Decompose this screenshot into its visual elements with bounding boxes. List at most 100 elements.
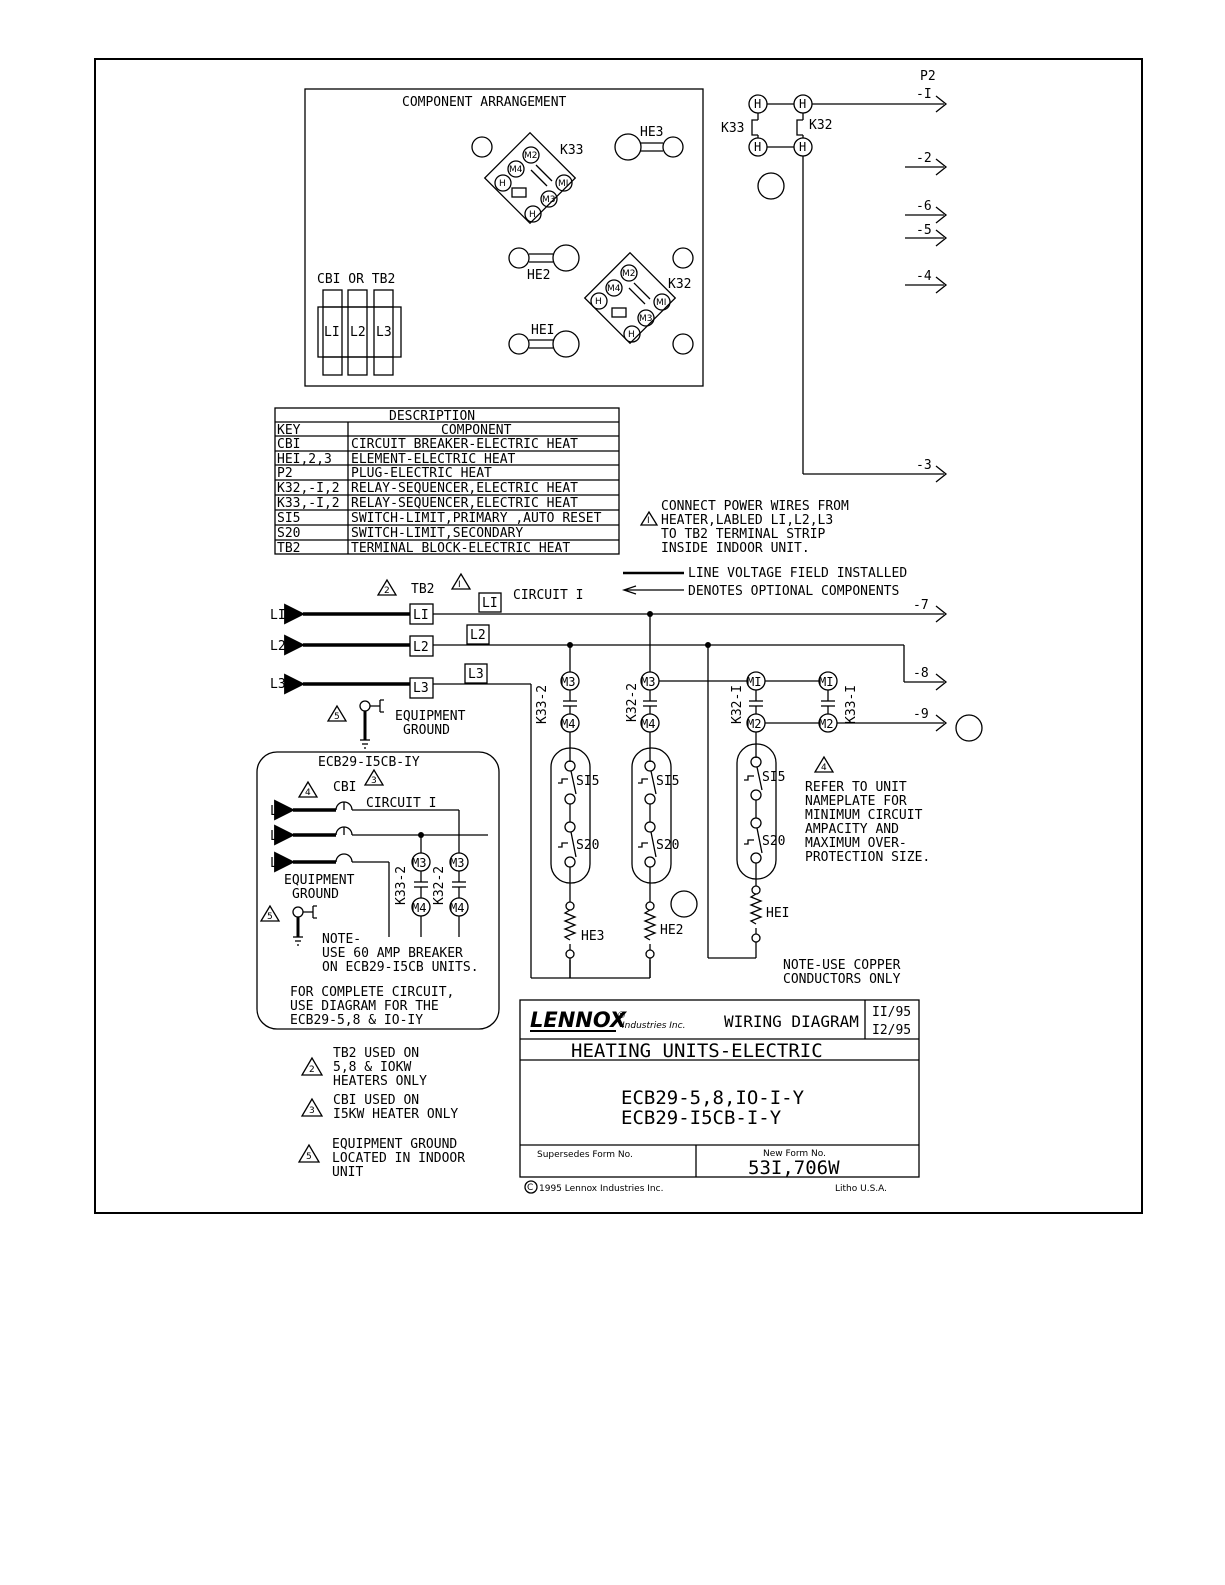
relay-k32: M2 M4 MI M3 H H K32 bbox=[583, 251, 691, 345]
title-block: LENNOX ® Industries Inc. WIRING DIAGRAM … bbox=[519, 999, 920, 1194]
svg-text:UNIT: UNIT bbox=[332, 1165, 363, 1180]
svg-text:M4: M4 bbox=[509, 165, 523, 175]
note-5: 5 EQUIPMENT GROUND LOCATED IN INDOOR UNI… bbox=[297, 1137, 465, 1180]
heater-element-he3: HE3 bbox=[614, 125, 684, 161]
plug-label: P2 bbox=[920, 69, 936, 84]
svg-text:L2: L2 bbox=[270, 829, 286, 844]
relay-k33-label: K33 bbox=[721, 121, 744, 136]
lennox-logo: LENNOX bbox=[530, 1008, 628, 1032]
svg-text:M2: M2 bbox=[524, 151, 538, 161]
relay-k32-label: K32 bbox=[809, 118, 832, 133]
svg-text:EQUIPMENT GROUND: EQUIPMENT GROUND bbox=[332, 1137, 457, 1152]
svg-text:HE2: HE2 bbox=[527, 268, 550, 283]
table-row: RELAY-SEQUENCER,ELECTRIC HEAT bbox=[351, 481, 578, 496]
svg-text:ECB29-I5CB-IY: ECB29-I5CB-IY bbox=[318, 755, 420, 770]
relay-k33: M2 M4 MI M3 H H K33 bbox=[483, 131, 583, 225]
note-3: 3 CBI USED ON I5KW HEATER ONLY bbox=[300, 1093, 458, 1122]
svg-text:K33: K33 bbox=[560, 143, 583, 158]
ground-icon bbox=[292, 905, 317, 946]
svg-text:GROUND: GROUND bbox=[292, 887, 339, 902]
inset-ecb29-15cb: ECB29-I5CB-IY 4 CBI 3 CIRCUIT I LI L2 L2… bbox=[256, 751, 500, 1030]
svg-text:H: H bbox=[754, 140, 761, 154]
terminal-l3: L3 bbox=[376, 325, 392, 340]
table-row: PLUG-ELECTRIC HEAT bbox=[351, 466, 492, 481]
svg-text:HE3: HE3 bbox=[581, 929, 604, 944]
svg-text:M4: M4 bbox=[641, 717, 655, 731]
svg-text:HEATER,LABLED LI,L2,L3: HEATER,LABLED LI,L2,L3 bbox=[661, 513, 833, 528]
legend: LINE VOLTAGE FIELD INSTALLED DENOTES OPT… bbox=[621, 566, 907, 599]
svg-text:M4: M4 bbox=[450, 901, 464, 915]
svg-text:LI: LI bbox=[413, 608, 429, 623]
svg-text:5: 5 bbox=[306, 1152, 312, 1162]
svg-text:H: H bbox=[799, 97, 806, 111]
table-row: K33,-I,2 bbox=[277, 496, 340, 511]
table-header-component: COMPONENT bbox=[441, 423, 512, 438]
svg-text:FOR COMPLETE CIRCUIT,: FOR COMPLETE CIRCUIT, bbox=[290, 985, 454, 1000]
svg-text:-7: -7 bbox=[913, 598, 929, 613]
svg-text:TB2: TB2 bbox=[411, 582, 434, 597]
svg-text:MI: MI bbox=[819, 675, 833, 689]
svg-text:H: H bbox=[595, 297, 602, 307]
terminal-block: LI L2 L3 bbox=[317, 289, 402, 376]
svg-text:S20: S20 bbox=[762, 834, 785, 849]
svg-text:MINIMUM CIRCUIT: MINIMUM CIRCUIT bbox=[805, 808, 923, 823]
svg-text:Supersedes Form No.: Supersedes Form No. bbox=[537, 1150, 633, 1160]
svg-text:DENOTES OPTIONAL COMPONENTS: DENOTES OPTIONAL COMPONENTS bbox=[688, 584, 899, 599]
table-row: HEI,2,3 bbox=[277, 452, 332, 467]
pin-5: -5 bbox=[916, 223, 932, 238]
svg-text:2: 2 bbox=[309, 1065, 315, 1075]
svg-text:S20: S20 bbox=[656, 838, 679, 853]
note-1: I CONNECT POWER WIRES FROM HEATER,LABLED… bbox=[639, 499, 849, 556]
svg-text:1995 Lennox Industries Inc.: 1995 Lennox Industries Inc. bbox=[539, 1184, 663, 1194]
svg-text:H: H bbox=[754, 97, 761, 111]
svg-text:M2: M2 bbox=[747, 717, 761, 731]
svg-text:SI5: SI5 bbox=[576, 774, 599, 789]
svg-text:M4: M4 bbox=[561, 717, 575, 731]
svg-text:5: 5 bbox=[267, 912, 273, 922]
svg-text:K33-2: K33-2 bbox=[394, 866, 409, 905]
svg-text:H: H bbox=[499, 179, 506, 189]
svg-text:NAMEPLATE FOR: NAMEPLATE FOR bbox=[805, 794, 907, 809]
terminal-l1: LI bbox=[324, 325, 340, 340]
svg-text:REFER TO UNIT: REFER TO UNIT bbox=[805, 780, 907, 795]
svg-text:II/95: II/95 bbox=[872, 1005, 911, 1020]
svg-text:-8: -8 bbox=[913, 666, 929, 681]
svg-text:K33-I: K33-I bbox=[844, 685, 859, 724]
svg-text:H: H bbox=[628, 330, 635, 340]
svg-text:MI: MI bbox=[747, 675, 761, 689]
svg-text:L2: L2 bbox=[270, 639, 286, 654]
table-row: S20 bbox=[277, 526, 300, 541]
svg-text:ON ECB29-I5CB UNITS.: ON ECB29-I5CB UNITS. bbox=[322, 960, 479, 975]
main-circuit: 2 TB2 I LI CIRCUIT I LI L2 L3 LI L2 L3 L… bbox=[270, 572, 983, 979]
svg-text:I: I bbox=[647, 516, 650, 526]
svg-text:ECB29-5,8 & IO-IY: ECB29-5,8 & IO-IY bbox=[290, 1013, 423, 1028]
svg-text:M3: M3 bbox=[450, 856, 464, 870]
svg-text:CONDUCTORS ONLY: CONDUCTORS ONLY bbox=[783, 972, 901, 987]
svg-text:NOTE-USE COPPER: NOTE-USE COPPER bbox=[783, 958, 901, 973]
svg-text:CBI: CBI bbox=[333, 780, 356, 795]
plug-p2: P2 H H H H K33 K32 -I -2 -6 -5 -4 -3 bbox=[721, 69, 948, 483]
svg-text:HEI: HEI bbox=[766, 906, 789, 921]
table-header-key: KEY bbox=[277, 423, 301, 438]
svg-text:M3: M3 bbox=[561, 675, 575, 689]
svg-text:3: 3 bbox=[371, 776, 377, 786]
svg-text:LI: LI bbox=[270, 608, 286, 623]
svg-text:L3: L3 bbox=[270, 677, 286, 692]
svg-text:New Form No.: New Form No. bbox=[763, 1149, 826, 1159]
model-2: ECB29-I5CB-I-Y bbox=[621, 1107, 782, 1129]
svg-text:K33-2: K33-2 bbox=[535, 685, 550, 724]
svg-text:L2: L2 bbox=[270, 856, 286, 871]
pin-1: -I bbox=[916, 87, 932, 102]
svg-text:M3: M3 bbox=[639, 314, 653, 324]
svg-text:LI: LI bbox=[270, 804, 286, 819]
ground-icon bbox=[359, 699, 384, 749]
form-number: 53I,706W bbox=[748, 1157, 840, 1179]
pin-4: -4 bbox=[916, 269, 932, 284]
svg-text:MI: MI bbox=[558, 179, 568, 189]
svg-text:M4: M4 bbox=[607, 284, 621, 294]
svg-text:K32-2: K32-2 bbox=[625, 683, 640, 722]
cb-label: CBI OR TB2 bbox=[317, 272, 395, 287]
svg-text:CONNECT POWER WIRES FROM: CONNECT POWER WIRES FROM bbox=[661, 499, 849, 514]
svg-text:INSIDE INDOOR UNIT.: INSIDE INDOOR UNIT. bbox=[661, 541, 810, 556]
